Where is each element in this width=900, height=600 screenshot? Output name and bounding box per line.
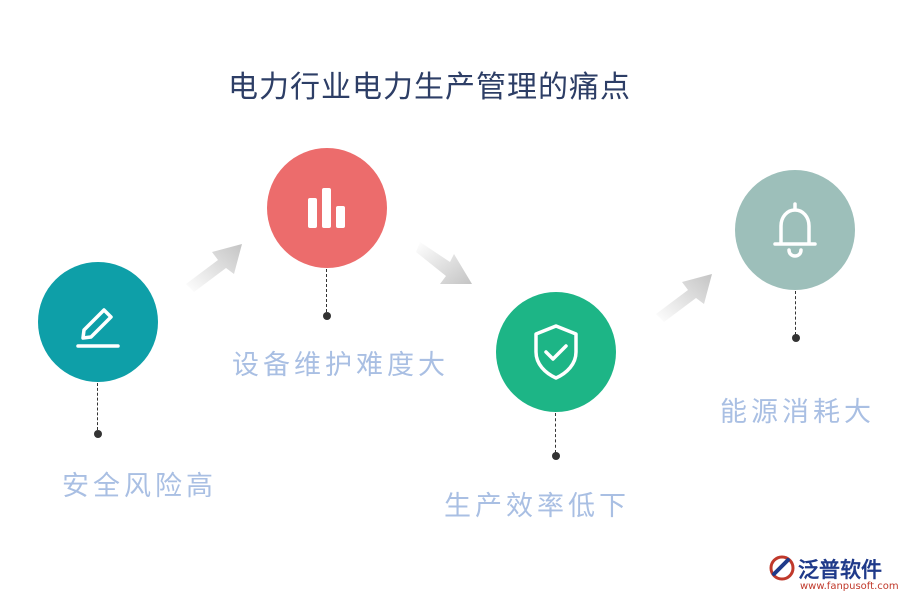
logo-name: 泛普软件 [798,558,882,582]
page-title: 电力行业电力生产管理的痛点 [228,70,631,105]
connector-dot [792,334,800,342]
step-circle-4 [735,170,855,290]
step-label-3: 生产效率低下 [444,491,630,522]
connector-line [795,291,796,335]
connector-line [555,413,556,453]
step-label-1: 安全风险高 [62,471,217,502]
edit-icon [76,308,120,348]
arrow-icon [656,274,712,322]
step-circle-1 [38,262,158,382]
connector-dot [323,312,331,320]
logo-url: www.fanpusoft.com [800,581,899,592]
bar-chart-icon [308,188,345,228]
bell-icon [773,202,817,258]
connector-dot [552,452,560,460]
connector-line [97,383,98,430]
arrow-icon [416,242,472,284]
step-label-4: 能源消耗大 [720,397,875,428]
brand-logo: 泛普软件 www.fanpusoft.com [768,552,899,596]
connector-line [326,269,327,312]
shield-check-icon [534,324,578,380]
connector-dot [94,430,102,438]
arrow-icon [186,244,242,292]
step-circle-2 [267,148,387,268]
step-circle-3 [496,292,616,412]
logo-icon [769,555,795,581]
step-label-2: 设备维护难度大 [232,350,449,381]
